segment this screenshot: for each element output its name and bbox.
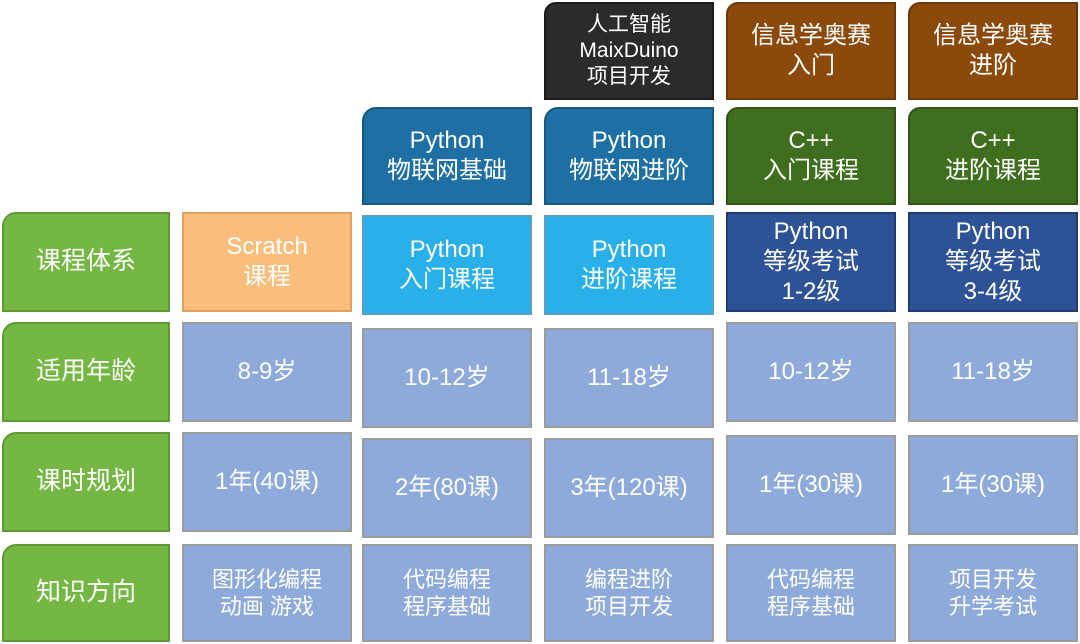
course-python-exam-1-2: Python 等级考试 1-2级 bbox=[726, 212, 896, 312]
age-cell: 8-9岁 bbox=[182, 322, 352, 422]
knowledge-cell: 代码编程 程序基础 bbox=[362, 544, 532, 642]
course-iot-advanced: Python 物联网进阶 bbox=[544, 107, 714, 205]
age-cell: 10-12岁 bbox=[362, 328, 532, 428]
knowledge-cell: 图形化编程 动画 游戏 bbox=[182, 544, 352, 642]
course-oi-advanced: 信息学奥赛 进阶 bbox=[908, 2, 1078, 100]
course-python-intro: Python 入门课程 bbox=[362, 215, 532, 315]
course-cpp-intro: C++ 入门课程 bbox=[726, 107, 896, 205]
row-header-age: 适用年龄 bbox=[2, 322, 170, 422]
schedule-cell: 1年(40课) bbox=[182, 432, 352, 532]
course-python-exam-3-4: Python 等级考试 3-4级 bbox=[908, 212, 1078, 312]
knowledge-cell: 编程进阶 项目开发 bbox=[544, 544, 714, 642]
schedule-cell: 3年(120课) bbox=[544, 438, 714, 538]
age-cell: 10-12岁 bbox=[726, 322, 896, 422]
course-python-advanced: Python 进阶课程 bbox=[544, 215, 714, 315]
course-scratch: Scratch 课程 bbox=[182, 212, 352, 312]
schedule-cell: 1年(30课) bbox=[726, 435, 896, 535]
row-header-course-system: 课程体系 bbox=[2, 212, 170, 312]
age-cell: 11-18岁 bbox=[908, 322, 1078, 422]
course-cpp-advanced: C++ 进阶课程 bbox=[908, 107, 1078, 205]
knowledge-cell: 代码编程 程序基础 bbox=[726, 544, 896, 642]
knowledge-cell: 项目开发 升学考试 bbox=[908, 544, 1078, 642]
age-cell: 11-18岁 bbox=[544, 328, 714, 428]
schedule-cell: 2年(80课) bbox=[362, 438, 532, 538]
row-header-knowledge: 知识方向 bbox=[2, 544, 170, 642]
row-header-schedule: 课时规划 bbox=[2, 432, 170, 532]
schedule-cell: 1年(30课) bbox=[908, 435, 1078, 535]
course-ai-maixduino: 人工智能 MaixDuino 项目开发 bbox=[544, 2, 714, 100]
course-iot-basic: Python 物联网基础 bbox=[362, 107, 532, 205]
course-oi-intro: 信息学奥赛 入门 bbox=[726, 2, 896, 100]
